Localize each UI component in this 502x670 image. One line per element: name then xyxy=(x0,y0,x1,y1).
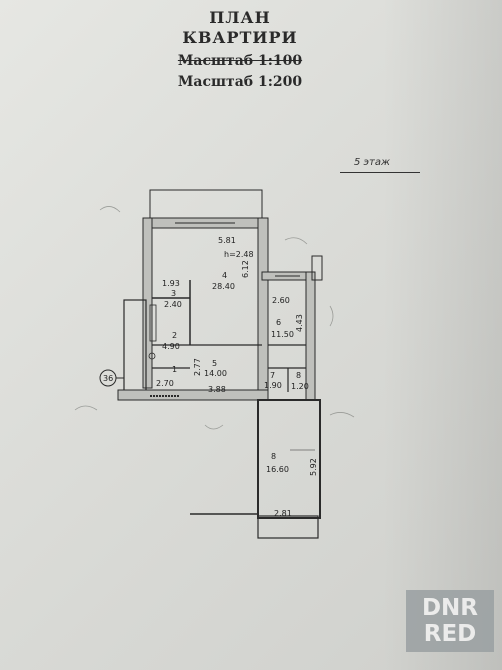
balcony-top xyxy=(149,189,263,219)
room-id-2: 2 xyxy=(172,331,177,340)
dim-top-width: 5.81 xyxy=(218,236,236,245)
room-id-3: 3 xyxy=(171,289,176,298)
dim-room6-width: 2.60 xyxy=(272,296,290,305)
dim-hall-height: 2.77 xyxy=(193,358,202,376)
room-id-6: 6 xyxy=(276,318,281,327)
room-id-4: 4 xyxy=(222,271,227,280)
balcony-bottom xyxy=(257,515,319,539)
floor-label: 5 этаж xyxy=(354,157,390,168)
plan-subtitle: КВАРТИРИ xyxy=(182,28,298,47)
scale-new: Масштаб 1:200 xyxy=(177,74,303,90)
bathtub xyxy=(149,304,157,342)
watermark-logo: DNR RED xyxy=(406,590,494,652)
scale-old: Масштаб 1:100 xyxy=(177,53,303,69)
room-id-8-large: 8 xyxy=(271,452,276,461)
balcony-right xyxy=(311,255,323,281)
room-area-7: 1.90 xyxy=(264,381,282,390)
room-area-3: 2.40 xyxy=(164,300,182,309)
pencil-mark xyxy=(284,237,308,245)
wall-left-upper xyxy=(142,217,153,389)
pencil-mark xyxy=(99,206,121,213)
room-area-4: 28.40 xyxy=(212,282,235,291)
ceiling-height: h=2.48 xyxy=(224,250,254,259)
room-id-7: 7 xyxy=(270,371,275,380)
dim-room4-height: 6.12 xyxy=(241,260,250,278)
pencil-mark xyxy=(204,424,224,430)
pencil-mark xyxy=(329,412,355,418)
dim-room6-height: 4.43 xyxy=(295,314,304,332)
room-8-large xyxy=(257,399,321,519)
floor-underline xyxy=(340,172,420,173)
dim-wc-width: 1.93 xyxy=(162,279,180,288)
room-id-1: 1 xyxy=(172,365,177,374)
room-id-8-closet: 8 xyxy=(296,371,301,380)
dim-room8-height: 5.92 xyxy=(309,458,318,476)
wall-bottom xyxy=(117,389,269,401)
dim-hall-width: 3.88 xyxy=(208,385,226,394)
room-area-8-closet: 1.20 xyxy=(291,382,309,391)
wall-middle xyxy=(257,217,269,393)
pencil-mark xyxy=(74,405,98,411)
room-area-1: 2.70 xyxy=(156,379,174,388)
room-area-8-large: 16.60 xyxy=(266,465,289,474)
sink xyxy=(148,352,156,360)
dim-room8-width: 2.81 xyxy=(274,509,292,518)
room-area-5: 14.00 xyxy=(204,369,227,378)
wall-right xyxy=(305,271,316,401)
pencil-mark xyxy=(329,305,334,327)
room-id-5: 5 xyxy=(212,359,217,368)
watermark-line1: DNR xyxy=(421,595,479,621)
plan-title: ПЛАН xyxy=(209,8,271,27)
axis-label: 36 xyxy=(103,374,113,383)
room-area-6: 11.50 xyxy=(271,330,294,339)
watermark-line2: RED xyxy=(423,621,477,647)
paper-shadow xyxy=(382,0,502,670)
room-area-2: 4.90 xyxy=(162,342,180,351)
